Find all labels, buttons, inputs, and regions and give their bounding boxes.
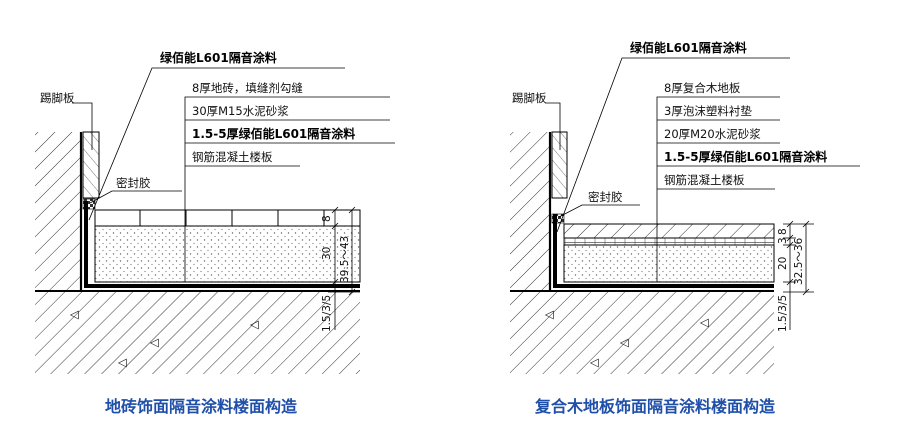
right-mortar <box>563 244 775 283</box>
svg-text:◁: ◁ <box>118 355 127 369</box>
left-sealant <box>82 198 96 210</box>
right-baseboard <box>551 131 568 199</box>
right-layer-4: 1.5-5厚绿佰能L601隔音涂料 <box>664 149 827 164</box>
svg-text:◁: ◁ <box>70 307 79 321</box>
right-dim-a: 3 <box>777 237 789 244</box>
right-foam-underlay <box>563 237 775 246</box>
left-slab <box>35 292 360 374</box>
left-mortar <box>94 225 361 283</box>
right-wood-floor <box>563 223 775 239</box>
svg-text:◁: ◁ <box>590 355 599 369</box>
left-layer-1: 8厚地砖，填缝剂勾缝 <box>192 81 303 95</box>
svg-text:◁: ◁ <box>620 335 629 349</box>
left-layer-2: 30厚M15水泥砂浆 <box>192 104 289 118</box>
left-baseboard <box>82 131 100 199</box>
left-dim-a: 8 <box>321 215 333 222</box>
svg-text:◁: ◁ <box>150 335 159 349</box>
right-wall <box>510 132 550 290</box>
left-section: ◁ ◁ ◁ ◁ 绿佰能L601隔音涂料 踢脚板 密封胶 8厚地砖，填缝剂勾缝 3… <box>35 50 395 374</box>
right-dim-c: 20 <box>777 257 789 270</box>
left-caption: 地砖饰面隔音涂料楼面构造 <box>105 397 298 416</box>
right-dim-coat: 1.5/3/5 <box>777 295 789 332</box>
left-layer-4: 钢筋混凝土楼板 <box>192 150 273 164</box>
left-layer-3: 1.5-5厚绿佰能L601隔音涂料 <box>192 126 355 141</box>
left-dim-coat: 1.5/3/5 <box>321 295 333 332</box>
right-layer-5: 钢筋混凝土楼板 <box>664 173 745 187</box>
right-sealant <box>551 213 565 224</box>
right-top-label: 绿佰能L601隔音涂料 <box>630 40 747 55</box>
right-layer-2: 3厚泡沫塑料衬垫 <box>664 104 752 118</box>
right-slab <box>510 292 774 374</box>
right-layer-3: 20厚M20水泥砂浆 <box>664 127 761 141</box>
right-dimensions <box>783 220 814 330</box>
left-dim-total: 39.5～43 <box>339 236 351 283</box>
svg-text:◁: ◁ <box>250 317 259 331</box>
right-dim-b: 8 <box>777 228 789 235</box>
left-sealant-label: 密封胶 <box>116 176 151 190</box>
left-coating <box>84 201 360 288</box>
right-baseboard-label: 踢脚板 <box>512 91 547 105</box>
right-caption: 复合木地板饰面隔音涂料楼面构造 <box>535 397 776 416</box>
left-dimensions <box>328 206 360 330</box>
left-top-label: 绿佰能L601隔音涂料 <box>160 50 277 65</box>
right-dim-total: 32.5～36 <box>793 237 805 285</box>
left-baseboard-label: 踢脚板 <box>40 91 75 105</box>
right-sealant-label: 密封胶 <box>588 190 623 204</box>
svg-text:◁: ◁ <box>545 307 554 321</box>
svg-text:◁: ◁ <box>700 315 709 329</box>
left-wall <box>35 132 81 290</box>
right-section: ◁ ◁ ◁ ◁ 绿佰能L601隔音涂料 踢脚板 密封胶 8厚复合木地板 3厚泡沫… <box>510 40 860 374</box>
left-dim-b: 30 <box>321 247 333 260</box>
right-layer-1: 8厚复合木地板 <box>664 81 741 95</box>
right-coating <box>553 214 774 288</box>
